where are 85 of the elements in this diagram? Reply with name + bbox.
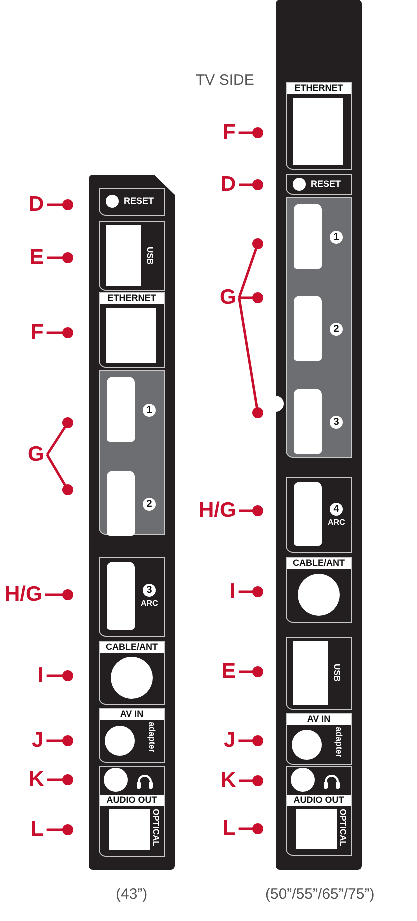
port-label: adapter	[335, 727, 344, 758]
callout-letter: F	[31, 321, 44, 345]
leader-line	[238, 298, 264, 418]
port-label: OPTICAL	[152, 809, 160, 846]
port-label: AV IN	[100, 709, 164, 720]
leader-line	[45, 590, 74, 600]
leader-line	[239, 180, 264, 190]
leader-line	[46, 824, 74, 836]
leader-line	[238, 128, 264, 138]
port-label: CABLE/ANT	[287, 558, 351, 569]
callout-letter: D	[221, 173, 236, 197]
connector-panel	[276, 0, 362, 870]
audio-output-area	[286, 766, 352, 856]
callout-letter: H/G	[199, 499, 236, 523]
leader-line	[239, 666, 264, 678]
hdmi-arc-port-area	[99, 557, 165, 637]
port-label: AV IN	[287, 714, 351, 725]
leader-line	[239, 292, 264, 304]
leader-line	[47, 252, 74, 264]
leader-line	[239, 506, 264, 516]
port-label: ETHERNET	[287, 83, 351, 94]
port-label: RESET	[311, 180, 342, 188]
port-label: ARC	[328, 519, 346, 527]
reset-button-area	[286, 174, 352, 195]
size-caption: (50”/55”/65”/75”)	[266, 886, 375, 903]
port-number: 1	[330, 231, 343, 244]
callout-letter: L	[223, 817, 236, 841]
callout-letter: J	[224, 729, 236, 753]
callout-letter: K	[221, 769, 236, 793]
port-label: USB	[146, 246, 154, 264]
callout-letter: D	[29, 193, 44, 217]
port-number: 2	[143, 498, 156, 511]
port-label: OPTICAL	[339, 809, 348, 846]
port-label: adapter	[148, 722, 156, 753]
side-label: TV SIDE	[196, 72, 254, 89]
leader-line	[238, 238, 264, 298]
size-caption: (43”)	[116, 886, 148, 903]
port-number: 2	[330, 323, 343, 336]
leader-line	[238, 824, 264, 834]
av-input-area	[99, 708, 165, 763]
port-label: RESET	[124, 197, 154, 206]
port-label: ARC	[141, 600, 158, 608]
usb-port-area	[286, 637, 352, 710]
port-number: 3	[330, 416, 343, 429]
audio-output-area	[99, 766, 165, 857]
callout-letter: J	[32, 729, 44, 753]
callout-letter: E	[30, 246, 44, 270]
port-label: AUDIO OUT	[287, 795, 351, 806]
leader-line	[47, 774, 74, 786]
callout-letter: G	[28, 443, 44, 467]
leader-line	[239, 776, 264, 786]
ethernet-port-area	[286, 82, 352, 170]
port-number: 4	[330, 503, 343, 516]
leader-line	[46, 736, 74, 746]
callout-letter: G	[220, 286, 236, 310]
leader-line	[46, 454, 74, 496]
reset-button-area	[99, 188, 165, 216]
leader-line	[238, 586, 264, 598]
port-number: 3	[143, 584, 156, 597]
coax-port-area	[286, 557, 352, 623]
hdmi-port-group	[286, 197, 352, 458]
callout-letter: I	[230, 580, 236, 604]
connector-panel	[89, 175, 175, 870]
callout-letter: F	[223, 121, 236, 145]
ethernet-port-area	[99, 292, 165, 368]
port-label: CABLE/ANT	[100, 642, 164, 653]
usb-port-area	[99, 221, 165, 291]
callout-letter: H/G	[5, 583, 42, 607]
callout-letter: E	[222, 660, 236, 684]
leader-line	[46, 670, 74, 682]
callout-letter: K	[29, 768, 44, 792]
port-label: ETHERNET	[100, 293, 164, 304]
port-label: USB	[333, 664, 342, 682]
hdmi-arc-port-area	[286, 477, 352, 553]
callout-letter: L	[31, 818, 44, 842]
port-label: AUDIO OUT	[100, 795, 164, 806]
leader-line	[47, 200, 74, 210]
leader-line	[46, 418, 74, 456]
hdmi-port-group	[99, 370, 165, 535]
leader-line	[46, 328, 74, 338]
coax-port-area	[99, 641, 165, 705]
callout-letter: I	[38, 664, 44, 688]
leader-line	[238, 736, 264, 746]
port-number: 1	[143, 404, 156, 417]
av-input-area	[286, 713, 352, 765]
